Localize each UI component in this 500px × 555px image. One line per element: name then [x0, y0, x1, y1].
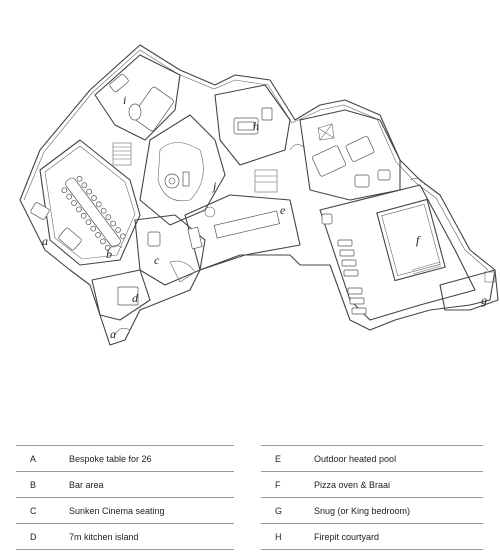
stairs-left [112, 142, 132, 166]
dining-table [61, 175, 126, 251]
legend-key: B [30, 480, 37, 490]
kitchen-island-room [184, 194, 301, 271]
legend-row: C Sunken Cinema seating [16, 497, 234, 523]
marker-j: j [211, 179, 217, 193]
legend-column-left: A Bespoke table for 26 B Bar area C Sunk… [16, 445, 234, 550]
legend-key: F [275, 480, 281, 490]
legend-label: Snug (or King bedroom) [314, 506, 411, 516]
legend-column-right: E Outdoor heated pool F Pizza oven & Bra… [261, 445, 483, 550]
marker-a-lower: a [110, 327, 116, 341]
snug-walls [214, 84, 291, 166]
legend-label: 7m kitchen island [69, 532, 139, 542]
pool-lounge-walls [299, 109, 401, 201]
sun-loungers [337, 239, 367, 315]
legend-row: E Outdoor heated pool [261, 445, 483, 471]
lounge-walls [94, 54, 181, 141]
marker-b: b [106, 247, 112, 261]
sofa [311, 145, 347, 177]
central-room-walls [139, 114, 226, 226]
legend-label: Pizza oven & Braai [314, 480, 391, 490]
legend-row: F Pizza oven & Braai [261, 471, 483, 497]
legend-label: Firepit courtyard [314, 532, 380, 542]
legend-key: C [30, 506, 37, 516]
marker-h: h [253, 119, 259, 133]
marker-e: e [280, 203, 286, 217]
legend-row: G Snug (or King bedroom) [261, 497, 483, 523]
legend-key: E [275, 454, 282, 464]
marker-g: g [481, 293, 487, 307]
legend-row: A Bespoke table for 26 [16, 445, 234, 471]
floor-plan: a a b c d e f g h i j [19, 44, 499, 346]
kitchen-island [213, 210, 280, 239]
marker-c: c [154, 253, 160, 267]
marker-d: d [132, 291, 139, 305]
building-outline [19, 44, 496, 346]
marker-i: i [123, 93, 126, 107]
terrace-walls [439, 269, 499, 311]
legend-key: D [30, 532, 37, 542]
legend-row: H Firepit courtyard [261, 523, 483, 550]
legend-key: A [30, 454, 37, 464]
marker-f: f [416, 233, 421, 247]
dining-room-walls [39, 139, 141, 266]
legend-label: Outdoor heated pool [314, 454, 397, 464]
pool-steps [411, 261, 442, 275]
legend-label: Sunken Cinema seating [69, 506, 165, 516]
marker-a-upper: a [42, 234, 48, 248]
legend-label: Bespoke table for 26 [69, 454, 152, 464]
pool [376, 198, 446, 282]
legend-key: G [275, 506, 283, 516]
legend-label: Bar area [69, 480, 104, 490]
scullery-walls [91, 269, 151, 321]
entry-door-swing [114, 328, 131, 336]
legend-key: H [275, 532, 282, 542]
legend-row: D 7m kitchen island [16, 523, 234, 550]
legend-row: B Bar area [16, 471, 234, 497]
